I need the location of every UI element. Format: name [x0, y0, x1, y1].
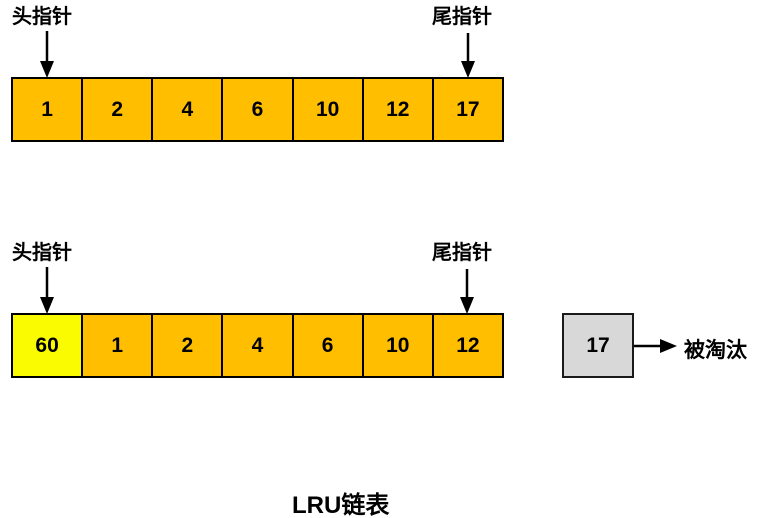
list-cell: 4	[221, 313, 294, 378]
list-cell: 6	[221, 77, 294, 142]
list-cell: 1	[11, 77, 84, 142]
tail-pointer-arrow-bottom	[460, 269, 474, 314]
list-cell: 60	[11, 313, 84, 378]
list-cell: 12	[361, 77, 434, 142]
list-cell: 10	[361, 313, 434, 378]
evicted-cell: 17	[562, 313, 634, 378]
diagram-title: LRU链表	[292, 492, 390, 518]
list-cell: 6	[291, 313, 364, 378]
list-cell: 2	[81, 77, 154, 142]
head-pointer-label-bottom: 头指针	[12, 242, 72, 264]
list-cell: 4	[151, 77, 224, 142]
head-pointer-label-top: 头指针	[12, 6, 72, 28]
list-cell: 17	[431, 77, 504, 142]
head-pointer-arrow-top	[40, 31, 54, 78]
tail-pointer-arrow-top	[461, 33, 475, 78]
head-pointer-arrow-bottom	[40, 267, 54, 314]
list-cell: 10	[291, 77, 364, 142]
list-cell: 1	[81, 313, 154, 378]
tail-pointer-label-bottom: 尾指针	[432, 242, 492, 264]
evicted-arrow	[634, 339, 677, 353]
list-cell: 2	[151, 313, 224, 378]
list-cell: 12	[431, 313, 504, 378]
evicted-label: 被淘汰	[684, 339, 747, 362]
tail-pointer-label-top: 尾指针	[432, 6, 492, 28]
